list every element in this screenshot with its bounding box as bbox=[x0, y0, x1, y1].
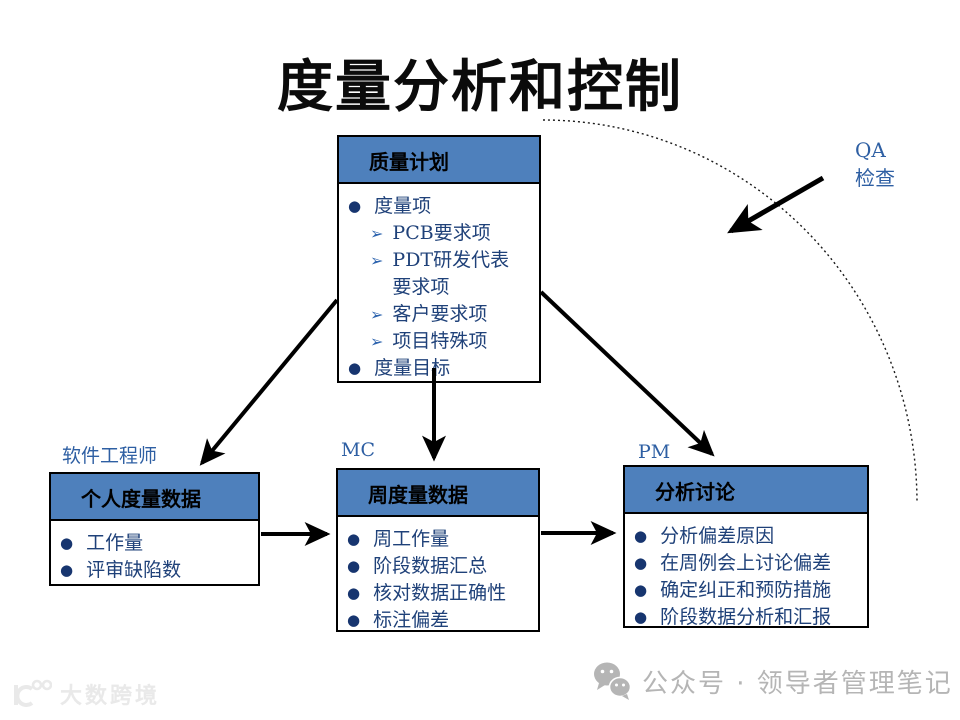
box-weekly-data-list: ● 周工作量 ● 阶段数据汇总 ● 核对数据正确性 ● 标注偏差 bbox=[338, 517, 538, 638]
list-item: ➢ PDT研发代表 要求项 bbox=[370, 247, 537, 301]
list-item: ● 评审缺陷数 bbox=[57, 557, 256, 584]
list-item-text: 核对数据正确性 bbox=[373, 582, 507, 604]
dot-bullet-icon: ● bbox=[347, 584, 361, 602]
arrow-bullet-icon: ➢ bbox=[370, 251, 384, 270]
dashukuajing-logo-icon bbox=[14, 679, 52, 707]
dot-bullet-icon: ● bbox=[347, 611, 361, 629]
box-analysis-header: 分析讨论 bbox=[625, 467, 867, 514]
list-item-text: 度量目标 bbox=[374, 357, 451, 379]
role-label-mc: MC bbox=[341, 439, 375, 461]
list-item: ● 确定纠正和预防措施 bbox=[631, 577, 865, 604]
box-weekly-data: 周度量数据 ● 周工作量 ● 阶段数据汇总 ● 核对数据正确性 ● 标注偏差 bbox=[336, 468, 540, 632]
qa-check-line1: QA bbox=[855, 138, 886, 162]
list-item: ● 阶段数据分析和汇报 bbox=[631, 604, 865, 631]
list-item-text: 在周例会上讨论偏差 bbox=[660, 552, 832, 574]
arrow-qualityplan-to-analysis bbox=[539, 290, 715, 457]
wechat-icon bbox=[594, 662, 632, 700]
watermark-dashukuajing: 大数跨境 bbox=[10, 678, 160, 710]
list-item-text: PCB要求项 bbox=[392, 222, 491, 244]
dot-bullet-icon: ● bbox=[347, 530, 361, 548]
watermark-left-text: 大数跨境 bbox=[60, 684, 161, 709]
arrow-bullet-icon: ➢ bbox=[370, 224, 384, 243]
box-personal-data: 个人度量数据 ● 工作量 ● 评审缺陷数 bbox=[49, 472, 260, 586]
arrow-qualityplan-to-personaldata bbox=[199, 298, 339, 466]
watermark-right-text: 公众号 · 领导者管理笔记 bbox=[642, 668, 953, 699]
list-item-text: 确定纠正和预防措施 bbox=[660, 579, 832, 601]
qa-check-label: QA 检查 bbox=[855, 136, 895, 192]
arrow-bullet-icon: ➢ bbox=[370, 332, 384, 351]
list-item-text: PDT研发代表 要求项 bbox=[392, 249, 510, 298]
list-item: ➢ 项目特殊项 bbox=[370, 328, 537, 355]
box-quality-plan-header: 质量计划 bbox=[339, 137, 539, 184]
list-item: ● 度量目标 bbox=[345, 355, 537, 382]
list-item-text: 阶段数据汇总 bbox=[373, 555, 488, 577]
dot-bullet-icon: ● bbox=[634, 527, 648, 545]
list-item: ● 标注偏差 bbox=[344, 607, 536, 634]
role-label-software-engineer: 软件工程师 bbox=[62, 445, 158, 467]
list-item-text: 工作量 bbox=[86, 532, 144, 554]
list-item-text: 评审缺陷数 bbox=[86, 559, 182, 581]
list-item-text: 项目特殊项 bbox=[392, 330, 488, 352]
box-personal-data-header: 个人度量数据 bbox=[51, 474, 258, 521]
dot-bullet-icon: ● bbox=[634, 581, 648, 599]
list-item: ● 阶段数据汇总 bbox=[344, 553, 536, 580]
list-item: ● 度量项 bbox=[345, 193, 537, 220]
watermark-official-account: 公众号 · 领导者管理笔记 bbox=[592, 660, 953, 702]
box-weekly-data-header: 周度量数据 bbox=[338, 470, 538, 517]
box-quality-plan: 质量计划 ● 度量项 ➢ PCB要求项 ➢ PDT研发代表 要求项 ➢ 客户要求项 ➢ 项目特殊项… bbox=[337, 135, 541, 383]
dot-bullet-icon: ● bbox=[60, 561, 74, 579]
dot-bullet-icon: ● bbox=[60, 534, 74, 552]
qa-check-line2: 检查 bbox=[855, 166, 895, 190]
arrow-qa-check bbox=[727, 175, 825, 234]
list-item-text: 分析偏差原因 bbox=[660, 525, 775, 547]
box-analysis: 分析讨论 ● 分析偏差原因 ● 在周例会上讨论偏差 ● 确定纠正和预防措施 ● 阶段数据分析和… bbox=[623, 465, 869, 628]
dot-bullet-icon: ● bbox=[348, 359, 362, 377]
list-item-text: 阶段数据分析和汇报 bbox=[660, 606, 832, 628]
list-item: ● 工作量 bbox=[57, 530, 256, 557]
page-title: 度量分析和控制 bbox=[277, 54, 683, 120]
list-item: ● 在周例会上讨论偏差 bbox=[631, 550, 865, 577]
list-item-text: 度量项 bbox=[374, 195, 432, 217]
box-personal-data-list: ● 工作量 ● 评审缺陷数 bbox=[51, 521, 258, 588]
list-item: ● 周工作量 bbox=[344, 526, 536, 553]
arrow-bullet-icon: ➢ bbox=[370, 305, 384, 324]
list-item-text: 客户要求项 bbox=[392, 303, 488, 325]
list-item-text: 周工作量 bbox=[373, 528, 450, 550]
box-quality-plan-list: ● 度量项 ➢ PCB要求项 ➢ PDT研发代表 要求项 ➢ 客户要求项 ➢ 项目特殊项 ● 度量目标 bbox=[339, 184, 539, 386]
dot-bullet-icon: ● bbox=[634, 554, 648, 572]
list-item: ➢ PCB要求项 bbox=[370, 220, 537, 247]
dot-bullet-icon: ● bbox=[348, 197, 362, 215]
box-analysis-list: ● 分析偏差原因 ● 在周例会上讨论偏差 ● 确定纠正和预防措施 ● 阶段数据分析和汇报 bbox=[625, 514, 867, 635]
role-label-pm: PM bbox=[638, 441, 671, 463]
list-item: ● 核对数据正确性 bbox=[344, 580, 536, 607]
list-item-text: 标注偏差 bbox=[373, 609, 450, 631]
list-item: ➢ 客户要求项 bbox=[370, 301, 537, 328]
dot-bullet-icon: ● bbox=[347, 557, 361, 575]
list-item: ● 分析偏差原因 bbox=[631, 523, 865, 550]
dot-bullet-icon: ● bbox=[634, 608, 648, 626]
